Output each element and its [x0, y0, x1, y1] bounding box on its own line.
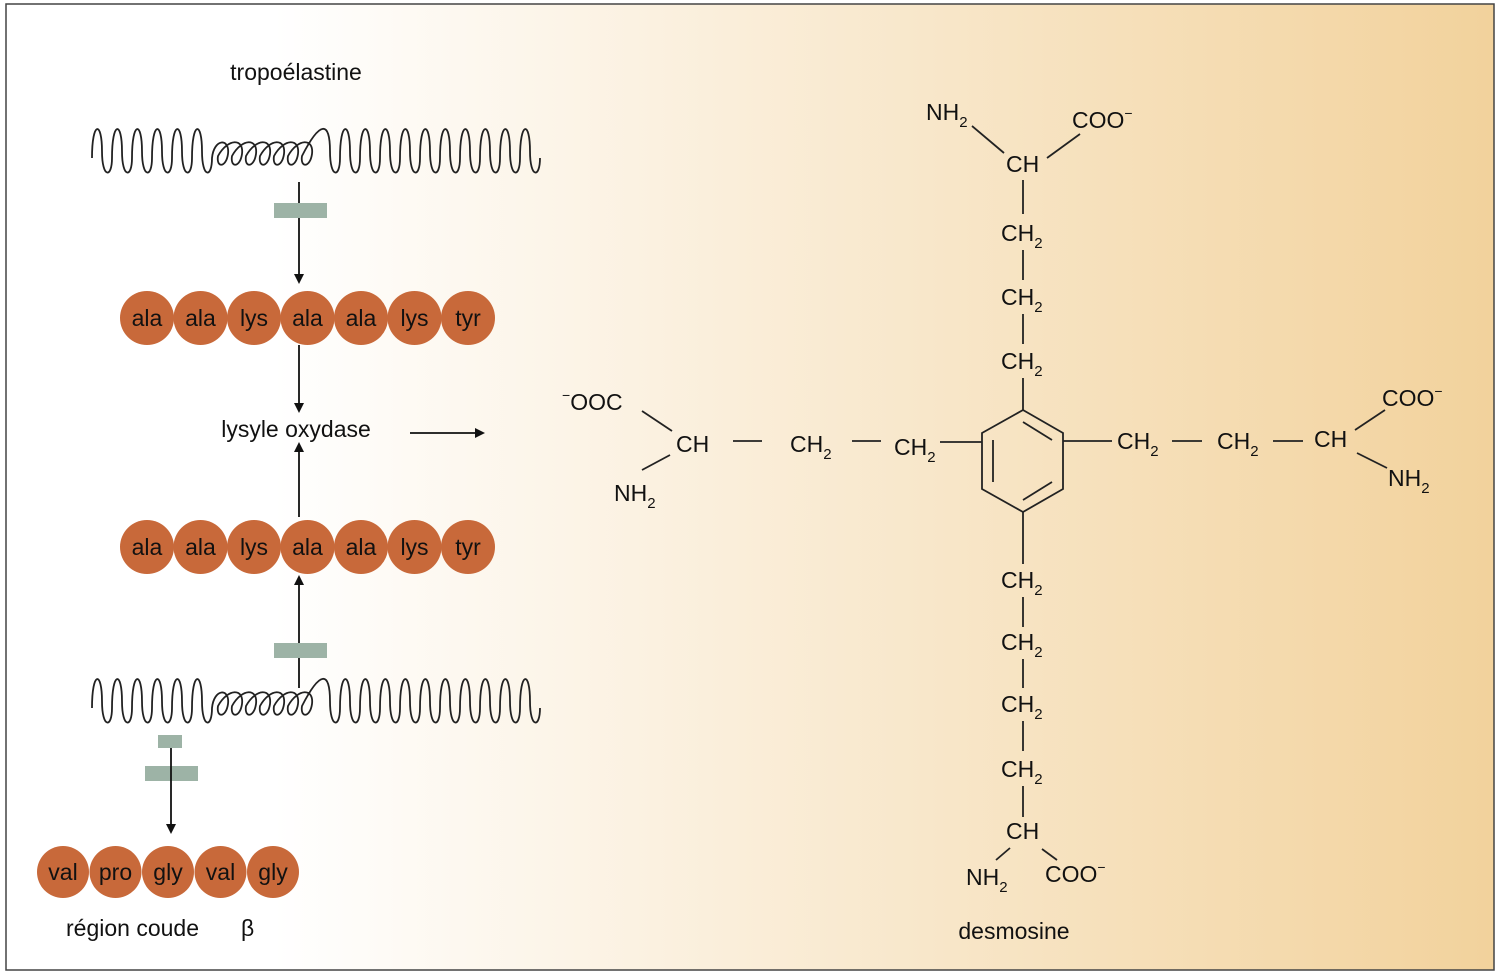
bond-ooc-ch-left	[641, 410, 673, 432]
amino-acid-label: lys	[240, 534, 268, 560]
amino-acid-bead	[280, 520, 335, 574]
amino-acid-label: tyr	[455, 534, 481, 560]
ch2-left-2: CH2	[894, 434, 936, 466]
amino-acid-bead	[227, 291, 281, 345]
amino-acid-label: ala	[132, 305, 163, 331]
ch2-bot-2: CH2	[1001, 629, 1043, 661]
ch2-top-2: CH2	[1001, 284, 1043, 316]
amino-acid-bead	[120, 291, 174, 345]
amino-acid-bead	[334, 520, 388, 574]
ch2-bot-4: CH2	[1001, 756, 1043, 788]
bond-nh2-ch-bot	[995, 847, 1011, 861]
amino-acid-bead	[247, 846, 299, 898]
amino-acid-label: lys	[240, 305, 268, 331]
ch2-bot-1: CH2	[1001, 567, 1043, 599]
coo-bottom: COO−	[1045, 859, 1106, 887]
crosslink-bar-small	[158, 735, 182, 748]
tropoelastin-strand-top	[91, 128, 541, 174]
desmosine-label: desmosine	[958, 918, 1069, 944]
ch-bottom: CH	[1006, 818, 1039, 844]
amino-acid-bead	[334, 291, 388, 345]
ch2-top-1: CH2	[1001, 220, 1043, 252]
ch2-left-1: CH2	[790, 431, 832, 463]
ch-right: CH	[1314, 426, 1347, 452]
crosslink-bar-bottom	[274, 643, 327, 658]
amino-acid-label: gly	[258, 859, 288, 885]
bond-coo-ch-bot	[1041, 848, 1058, 861]
background	[5, 3, 1495, 971]
ch2-right-2: CH2	[1217, 428, 1259, 460]
amino-acid-label: ala	[292, 305, 323, 331]
bond-coo-ch-top	[1046, 133, 1081, 159]
ch-top: CH	[1006, 151, 1039, 177]
amino-acid-label: pro	[99, 859, 132, 885]
amino-acid-bead	[387, 520, 442, 574]
amino-acid-label: tyr	[455, 305, 481, 331]
benzene-inner-bonds-2	[1022, 481, 1053, 501]
bond-coo-ch-right	[1354, 409, 1386, 431]
ch2-bot-3: CH2	[1001, 691, 1043, 723]
amino-acid-bead	[441, 291, 495, 345]
amino-acid-bead	[120, 520, 174, 574]
amino-acid-label: val	[206, 859, 235, 885]
amino-acid-label: ala	[132, 534, 163, 560]
coo-right: COO−	[1382, 383, 1443, 411]
tropoelastin-strand-bottom	[91, 678, 541, 724]
nh2-left: NH2	[614, 480, 656, 512]
amino-acid-bead	[173, 291, 228, 345]
nh2-bottom: NH2	[966, 864, 1008, 896]
bond-nh2-ch-right	[1356, 452, 1388, 469]
amino-acid-bead	[280, 291, 335, 345]
amino-acid-bead	[142, 846, 194, 898]
amino-acid-bead	[37, 846, 89, 898]
amino-acid-label: gly	[153, 859, 183, 885]
coo-top: COO−	[1072, 105, 1133, 133]
nh2-top: NH2	[926, 99, 968, 131]
ch2-top-3: CH2	[1001, 348, 1043, 380]
amino-acid-bead	[441, 520, 495, 574]
amino-acid-bead	[227, 520, 281, 574]
bond-nh2-ch-top	[971, 125, 1005, 154]
amino-acid-label: lys	[400, 305, 428, 331]
amino-acid-label: ala	[346, 305, 377, 331]
ooc-left: −OOC	[562, 387, 623, 415]
nh2-right: NH2	[1388, 465, 1430, 497]
amino-acid-label: ala	[185, 534, 216, 560]
amino-acid-bead	[387, 291, 442, 345]
amino-acid-bead	[194, 846, 247, 898]
amino-acid-label: ala	[292, 534, 323, 560]
region-coude-label: région coude	[66, 915, 199, 941]
bond-nh2-ch-left	[641, 454, 671, 471]
amino-acid-label: ala	[185, 305, 216, 331]
benzene-inner-bonds	[1022, 421, 1053, 441]
amino-acid-label: ala	[346, 534, 377, 560]
tropoelastine-label: tropoélastine	[230, 59, 362, 85]
crosslink-bar-top	[274, 203, 327, 218]
beta-symbol: β	[241, 915, 254, 941]
amino-acid-bead	[173, 520, 228, 574]
ch-left: CH	[676, 431, 709, 457]
lysyl-oxidase-label: lysyle oxydase	[221, 416, 371, 442]
amino-acid-label: val	[48, 859, 77, 885]
ch2-right-1: CH2	[1117, 428, 1159, 460]
amino-acid-bead	[89, 846, 142, 898]
amino-acid-label: lys	[400, 534, 428, 560]
